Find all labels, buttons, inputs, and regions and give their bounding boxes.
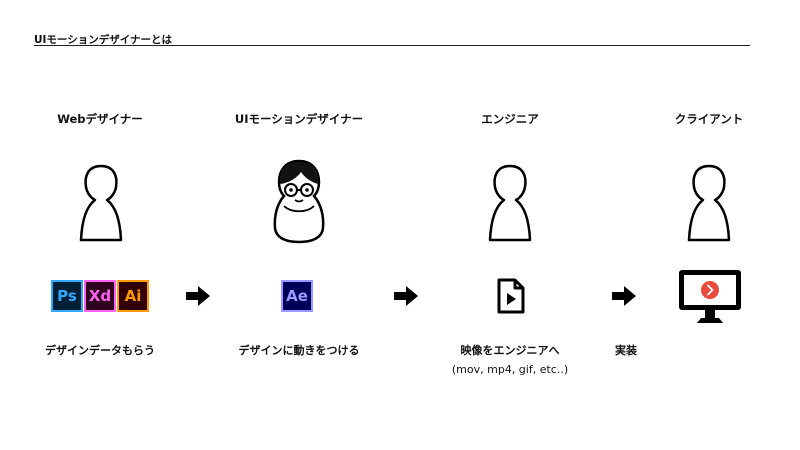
xd-icon: Xd	[84, 280, 116, 312]
person-icon	[78, 162, 124, 244]
illustrator-icon: Ai	[117, 280, 149, 312]
caption-client: 実装	[526, 341, 726, 361]
arrow-right-icon	[394, 286, 418, 306]
caption-web-designer: デザインデータもらう	[0, 341, 200, 361]
role-label-ui-motion-designer: UIモーションデザイナー	[199, 111, 399, 127]
motion-designer-avatar-icon	[271, 158, 327, 244]
photoshop-icon: Ps	[51, 280, 83, 312]
role-label-client: クライアント	[609, 111, 800, 127]
caption-engineer-line2: (mov, mp4, gif, etc..)	[410, 360, 610, 380]
caption-ui-motion-designer: デザインに動きをつける	[199, 341, 399, 361]
header-divider	[34, 45, 750, 46]
person-icon	[487, 162, 533, 244]
video-file-icon	[496, 278, 526, 314]
role-label-engineer: エンジニア	[410, 111, 610, 127]
after-effects-icon: Ae	[281, 280, 313, 312]
arrow-right-icon	[612, 286, 636, 306]
role-label-web-designer: Webデザイナー	[0, 111, 200, 127]
monitor-play-icon	[677, 268, 743, 326]
arrow-right-icon	[186, 286, 210, 306]
person-icon	[686, 162, 732, 244]
